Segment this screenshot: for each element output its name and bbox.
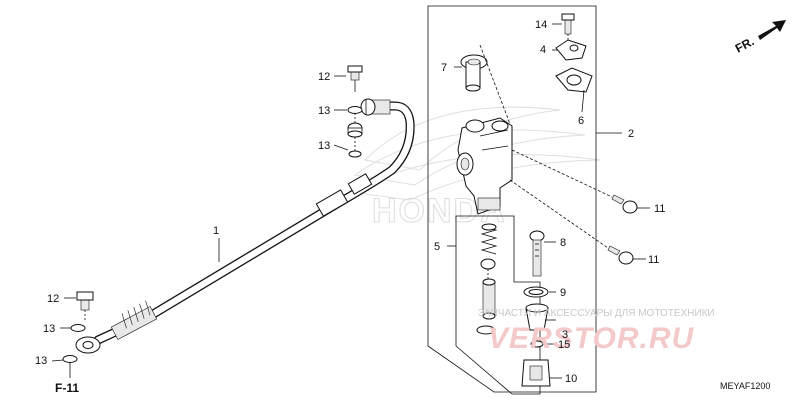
assembly-frame	[427, 5, 622, 393]
label-part-2: 2	[628, 128, 634, 140]
piston-kit-frame	[447, 215, 541, 395]
front-label: FR.	[733, 34, 757, 55]
lower-banjo-bolt-group	[51, 291, 94, 378]
label-part-13-upper-a: 13	[318, 105, 330, 117]
screw-group-11	[479, 44, 650, 265]
label-part-13-lower-a: 13	[43, 323, 55, 335]
label-part-9: 9	[560, 287, 566, 299]
label-part-10: 10	[565, 373, 577, 385]
label-part-8: 8	[560, 237, 566, 249]
label-part-6: 6	[578, 115, 584, 127]
plate-gasket-group	[552, 13, 593, 113]
label-part-1: 1	[213, 225, 219, 237]
label-part-11-lower: 11	[648, 254, 659, 266]
label-part-12-lower: 12	[47, 293, 59, 305]
brake-hose	[75, 98, 415, 354]
watermark-brand: VERSTOR.RU	[488, 322, 694, 355]
label-part-14: 14	[535, 19, 547, 31]
label-part-5: 5	[434, 241, 440, 253]
label-part-15: 15	[558, 339, 570, 351]
watermark-line: ЗАПЧАСТИ И АКСЕССУАРЫ ДЛЯ МОТОТЕХНИКИ	[478, 308, 715, 319]
label-part-13-upper-b: 13	[318, 140, 330, 152]
upper-banjo-bolt-group	[333, 65, 363, 158]
piston-kit-parts	[476, 223, 562, 387]
label-part-4: 4	[540, 44, 546, 56]
label-part-7: 7	[441, 62, 447, 74]
diagram-code: MEYAF1200	[720, 381, 770, 391]
label-part-3: 3	[562, 329, 568, 341]
joint-part-7	[454, 54, 488, 92]
label-part-11-upper: 11	[654, 203, 665, 215]
label-part-13-lower-b: 13	[35, 355, 47, 367]
label-part-12-upper: 12	[318, 71, 330, 83]
reference-code: F-11	[55, 381, 79, 395]
front-arrow: FR.	[733, 20, 786, 56]
master-cylinder-body	[456, 117, 513, 215]
callout-labels: 1 2 3 4 5 6 7 8 9 10 11 11 12 12 13 13 1…	[35, 19, 770, 395]
watermark: ЗАПЧАСТИ И АКСЕССУАРЫ ДЛЯ МОТОТЕХНИКИ VE…	[478, 308, 715, 355]
